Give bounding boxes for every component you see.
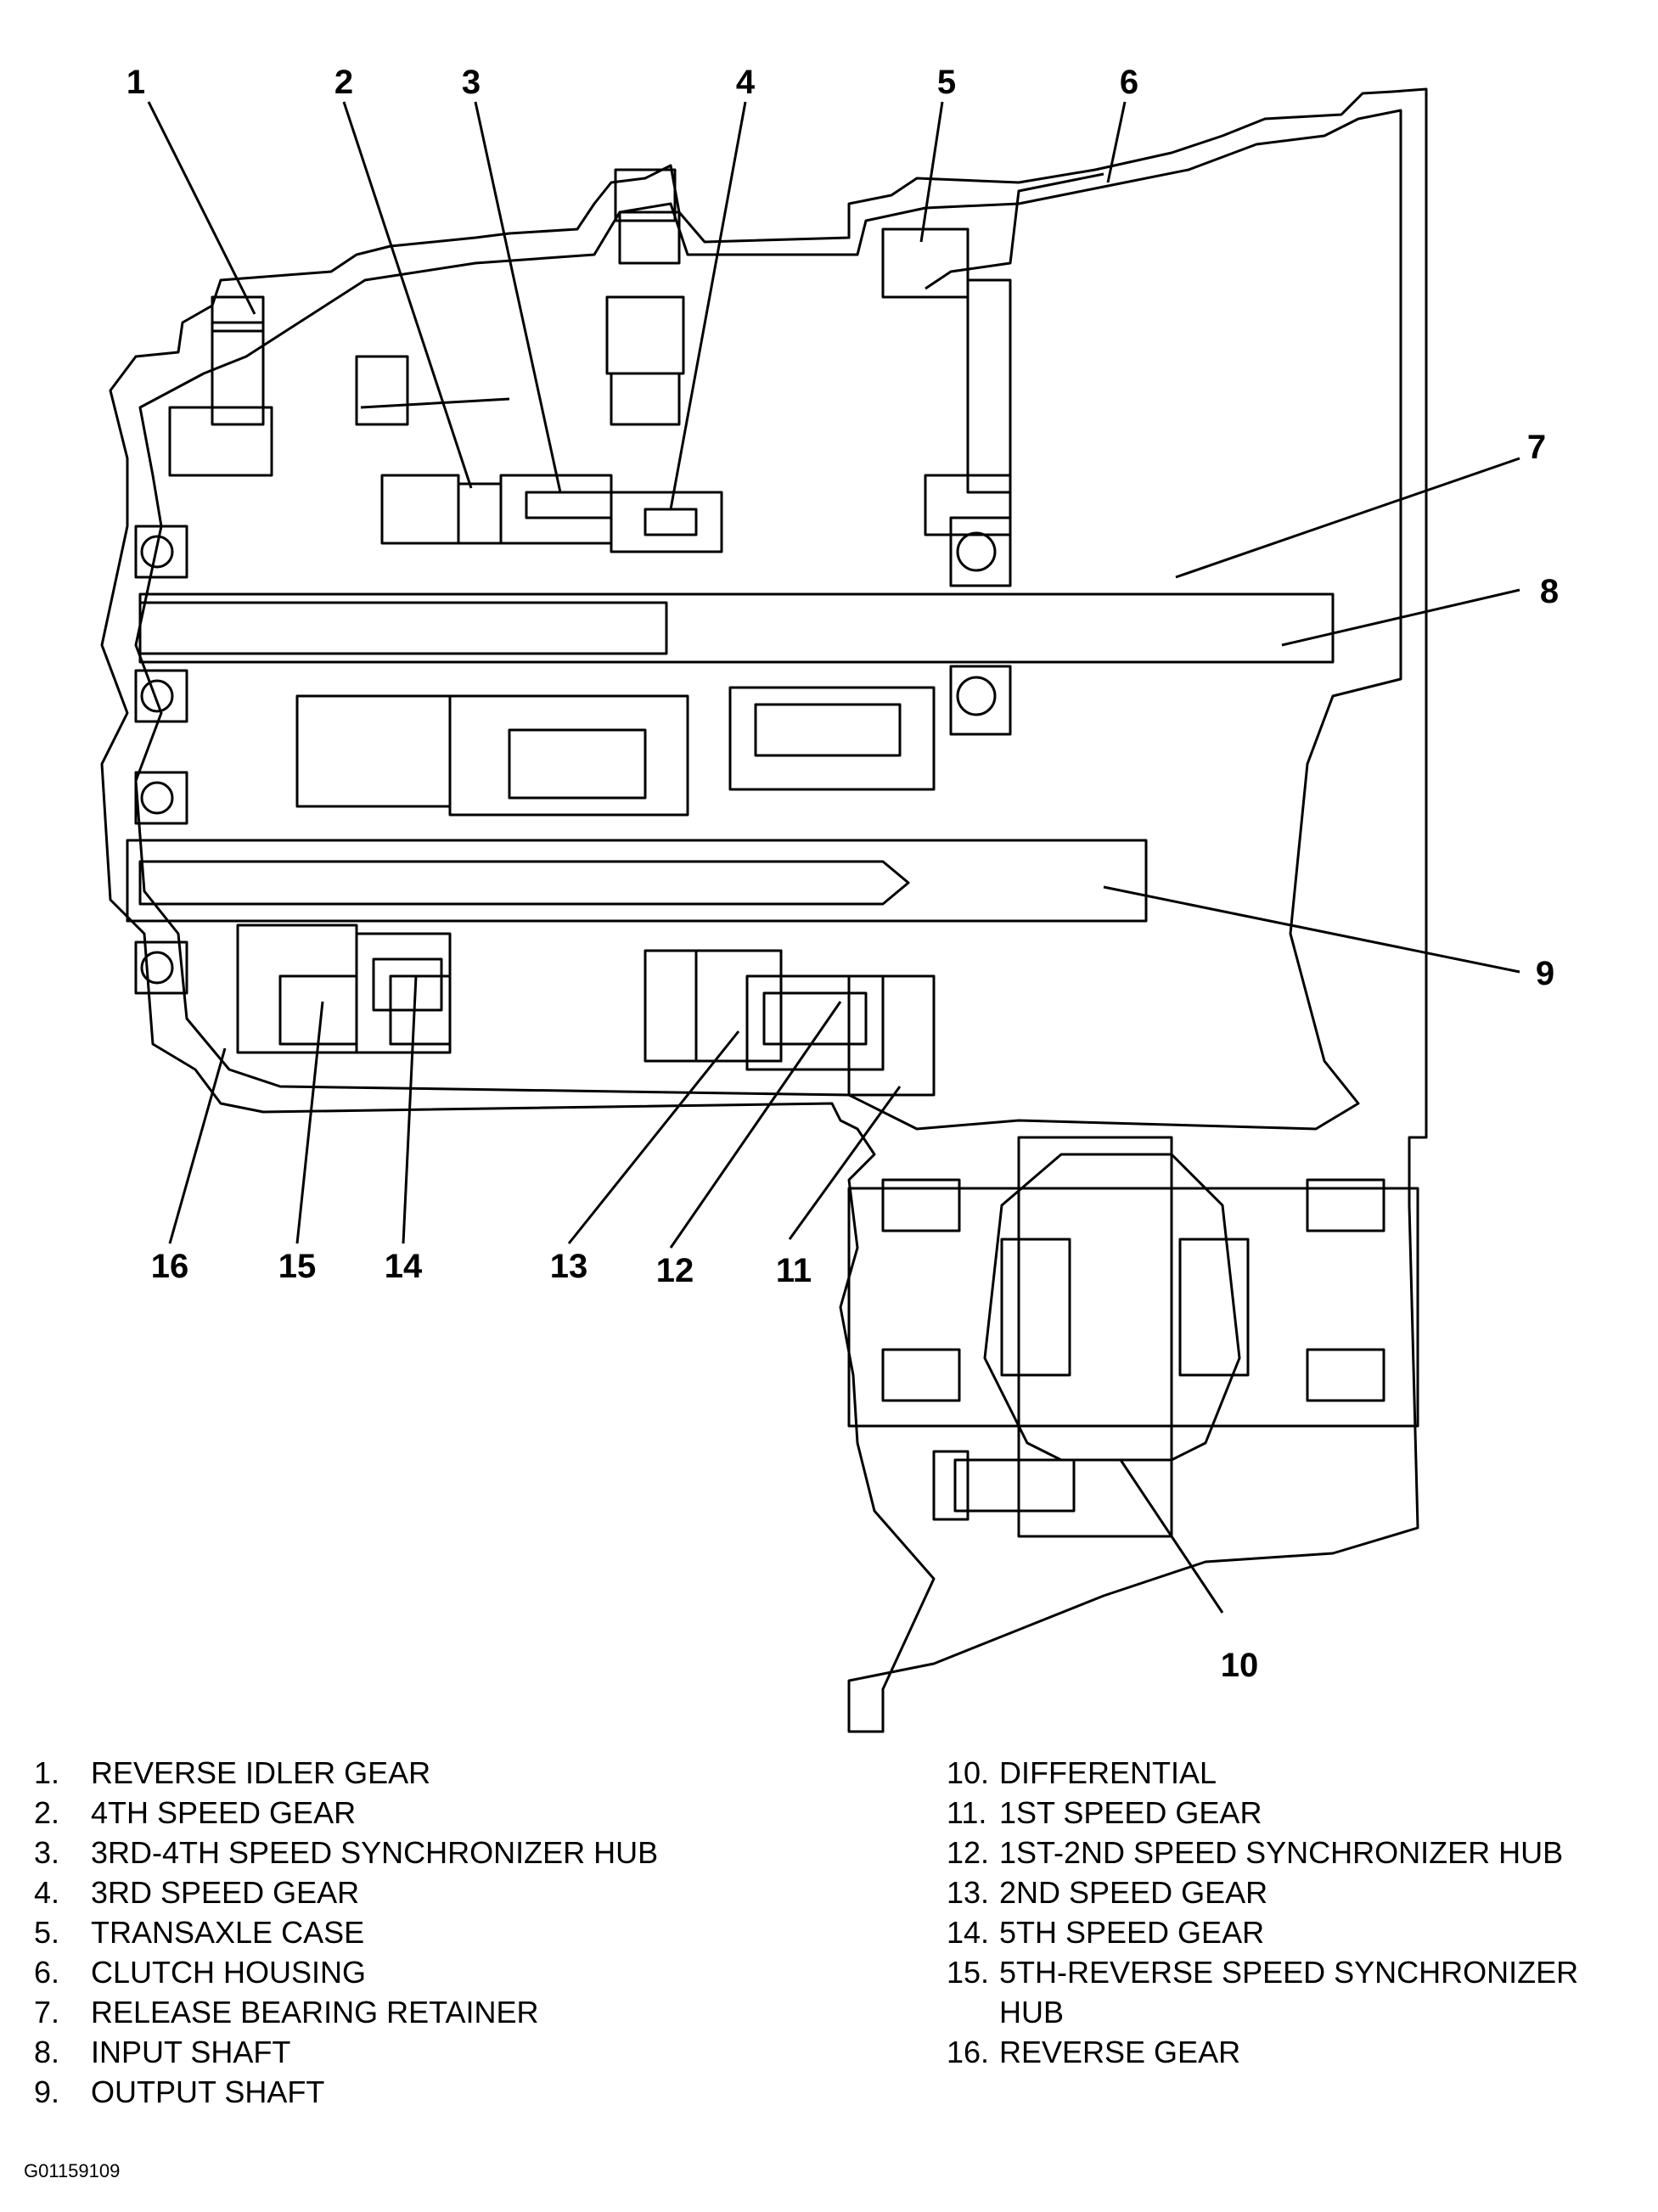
legend-item: 11. 1ST SPEED GEAR	[947, 1793, 1651, 1833]
legend-text: TRANSAXLE CASE	[91, 1915, 365, 1950]
legend-left-column: 1. REVERSE IDLER GEAR 2. 4TH SPEED GEAR 3.…	[34, 1753, 883, 2112]
legend-number: 1.	[34, 1755, 60, 1790]
input-shaft	[138, 592, 1335, 664]
legend-number: 8.	[34, 2035, 60, 2069]
bearings	[134, 516, 1012, 995]
legend-text: RELEASE BEARING RETAINER	[91, 1995, 539, 2030]
legend-text: 3RD-4TH SPEED SYNCHRONIZER HUB	[91, 1835, 659, 1870]
case-boss	[881, 172, 1104, 536]
callout-5: 5	[937, 64, 956, 101]
legend-text: 3RD SPEED GEAR	[91, 1875, 360, 1910]
legend-item: 15. 5TH-REVERSE SPEED SYNCHRONIZER HUB	[947, 1952, 1651, 2032]
legend-right-column: 10. DIFFERENTIAL 11. 1ST SPEED GEAR 12. 1ST…	[947, 1753, 1651, 2072]
legend-text: REVERSE IDLER GEAR	[91, 1755, 431, 1790]
legend-number: 9.	[34, 2074, 60, 2109]
callout-13: 13	[550, 1248, 588, 1285]
callout-2: 2	[334, 64, 353, 101]
legend-item: 13. 2ND SPEED GEAR	[947, 1872, 1651, 1912]
legend-number: 3.	[34, 1835, 60, 1870]
callout-4: 4	[736, 64, 756, 101]
callout-10: 10	[1221, 1647, 1259, 1684]
callout-7: 7	[1527, 429, 1546, 466]
legend-item: 14. 5TH SPEED GEAR	[947, 1912, 1651, 1952]
legend-number: 12.	[947, 1835, 990, 1870]
legend-number: 10.	[947, 1755, 990, 1790]
callout-labels: 1 2 3 4 5 6 7 8 9 10 11 12 13 14 15 16	[126, 64, 1559, 1684]
legend-number: 2.	[34, 1795, 60, 1830]
callout-15: 15	[278, 1248, 317, 1285]
housing-inner-outline	[134, 109, 1402, 1131]
legend-text: 1ST-2ND SPEED SYNCHRONIZER HUB	[999, 1835, 1564, 1870]
legend-item: 8. INPUT SHAFT	[34, 2032, 883, 2072]
legend-text: 5TH-REVERSE SPEED SYNCHRONIZER HUB	[999, 1955, 1579, 2030]
legend-item: 4. 3RD SPEED GEAR	[34, 1872, 883, 1912]
output-shaft	[126, 839, 1148, 923]
legend-text: 1ST SPEED GEAR	[999, 1795, 1262, 1830]
callout-3: 3	[462, 64, 481, 101]
shift-mechanism	[168, 168, 685, 477]
legend-item: 10. DIFFERENTIAL	[947, 1753, 1651, 1793]
legend-item: 9. OUTPUT SHAFT	[34, 2072, 883, 2112]
legend-text: 5TH SPEED GEAR	[999, 1915, 1265, 1950]
legend-text: 4TH SPEED GEAR	[91, 1795, 357, 1830]
legend-text: DIFFERENTIAL	[999, 1755, 1217, 1790]
legend-number: 4.	[34, 1875, 60, 1910]
legend-item: 16. REVERSE GEAR	[947, 2032, 1651, 2072]
legend-item: 3. 3RD-4TH SPEED SYNCHRONIZER HUB	[34, 1833, 883, 1872]
leader-lines	[147, 101, 1520, 1614]
legend-item: 5. TRANSAXLE CASE	[34, 1912, 883, 1952]
legend-number: 6.	[34, 1955, 60, 1990]
legend-item: 6. CLUTCH HOUSING	[34, 1952, 883, 1992]
output-shaft-tip	[138, 860, 910, 906]
legend-text: OUTPUT SHAFT	[91, 2074, 325, 2109]
differential	[847, 1136, 1419, 1538]
legend-number: 14.	[947, 1915, 990, 1950]
callout-8: 8	[1540, 573, 1559, 610]
legend-text: CLUTCH HOUSING	[91, 1955, 367, 1990]
legend-item: 12. 1ST-2ND SPEED SYNCHRONIZER HUB	[947, 1833, 1651, 1872]
housing-outline	[100, 87, 1428, 1733]
callout-16: 16	[151, 1248, 189, 1285]
legend-number: 7.	[34, 1995, 60, 2030]
legend-number: 13.	[947, 1875, 990, 1910]
legend-text: INPUT SHAFT	[91, 2035, 291, 2069]
lower-gear-train	[236, 924, 936, 1097]
transaxle-cross-section-diagram: 1 2 3 4 5 6 7 8 9 10 11 12 13 14 15 16	[100, 64, 1559, 1733]
legend-item: 1. REVERSE IDLER GEAR	[34, 1753, 883, 1793]
callout-12: 12	[656, 1252, 694, 1289]
figure-id: G01159109	[24, 2160, 121, 2181]
callout-9: 9	[1536, 955, 1554, 992]
upper-gear-train	[295, 474, 936, 817]
callout-6: 6	[1120, 64, 1138, 101]
legend-text: REVERSE GEAR	[999, 2035, 1241, 2069]
legend-number: 15.	[947, 1955, 990, 1990]
legend-number: 5.	[34, 1915, 60, 1950]
input-shaft-core	[138, 601, 668, 655]
legend-number: 11.	[947, 1795, 987, 1830]
callout-11: 11	[776, 1252, 812, 1289]
legend-text: 2ND SPEED GEAR	[999, 1875, 1268, 1910]
legend-item: 2. 4TH SPEED GEAR	[34, 1793, 883, 1833]
callout-14: 14	[385, 1248, 423, 1285]
callout-1: 1	[126, 64, 145, 101]
legend-item: 7. RELEASE BEARING RETAINER	[34, 1992, 883, 2032]
legend-number: 16.	[947, 2035, 990, 2069]
